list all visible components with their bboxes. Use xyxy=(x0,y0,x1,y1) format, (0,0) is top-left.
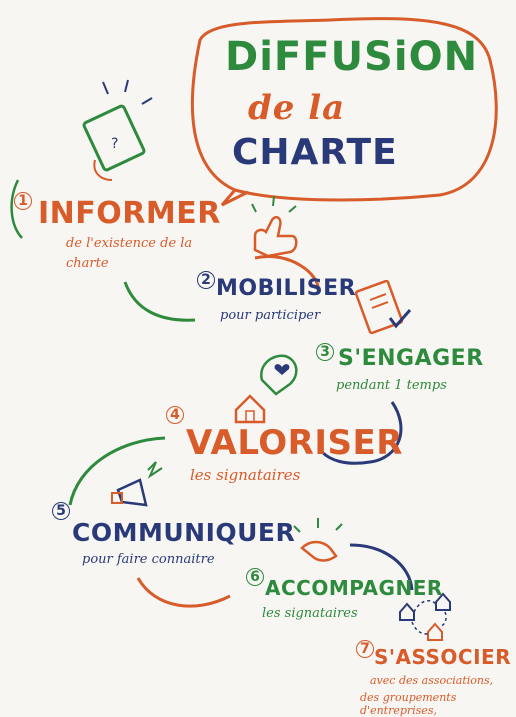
connector-5-6 xyxy=(136,577,231,608)
connector-2-3 xyxy=(254,255,320,291)
step-6-subtitle: les signataires xyxy=(262,606,358,621)
title-line-1: DiFFUSiON xyxy=(225,34,479,80)
step-5-subtitle: pour faire connaitre xyxy=(82,552,215,567)
step-1-subtitle-line-1: de l'existence de la xyxy=(66,236,193,251)
step-2-number: 2 xyxy=(197,271,215,289)
connector-3-4 xyxy=(320,401,403,465)
step-2-subtitle: pour participer xyxy=(220,308,321,323)
step-5-title: COMMUNIQUER xyxy=(72,518,296,547)
title-bubble xyxy=(190,17,498,207)
step-1-title: INFORMER xyxy=(38,196,221,231)
step-6-number: 6 xyxy=(246,568,264,586)
house-heart-icon xyxy=(234,354,298,424)
bracket-1 xyxy=(10,179,23,239)
connector-4-5 xyxy=(68,436,166,506)
step-3-number: 3 xyxy=(316,343,334,361)
title-line-2: de la xyxy=(248,88,346,128)
svg-text:?: ? xyxy=(111,136,118,152)
step-7-subtitle-line-2: des groupements d'entreprises, xyxy=(360,691,457,717)
houses-network-icon xyxy=(399,592,451,641)
title-line-3: CHARTE xyxy=(232,132,398,173)
megaphone-icon xyxy=(111,461,163,507)
step-4-title: VALORISER xyxy=(186,423,403,463)
step-2-title: MOBILISER xyxy=(216,276,357,301)
handshake-icon xyxy=(293,518,343,562)
connector-6-7 xyxy=(349,543,414,591)
step-4-subtitle: les signataires xyxy=(190,466,301,484)
step-4-number: 4 xyxy=(166,406,184,424)
step-3-subtitle: pendant 1 temps xyxy=(336,378,447,393)
step-7-title: S'ASSOCIER xyxy=(374,645,512,669)
connector-1-2 xyxy=(123,281,196,322)
hand-holding-card-icon: ? xyxy=(82,79,153,181)
step-5-number: 5 xyxy=(52,502,70,520)
checklist-document-icon xyxy=(354,279,412,335)
step-3-title: S'ENGAGER xyxy=(338,346,484,371)
step-6-title: ACCOMPAGNER xyxy=(265,576,443,600)
step-7-number: 7 xyxy=(356,640,374,658)
step-7-subtitle-line-1: avec des associations, xyxy=(370,674,494,687)
step-1-number: 1 xyxy=(14,192,32,210)
thumbs-up-icon xyxy=(251,195,298,258)
step-1-subtitle-line-2: charte xyxy=(66,256,109,271)
